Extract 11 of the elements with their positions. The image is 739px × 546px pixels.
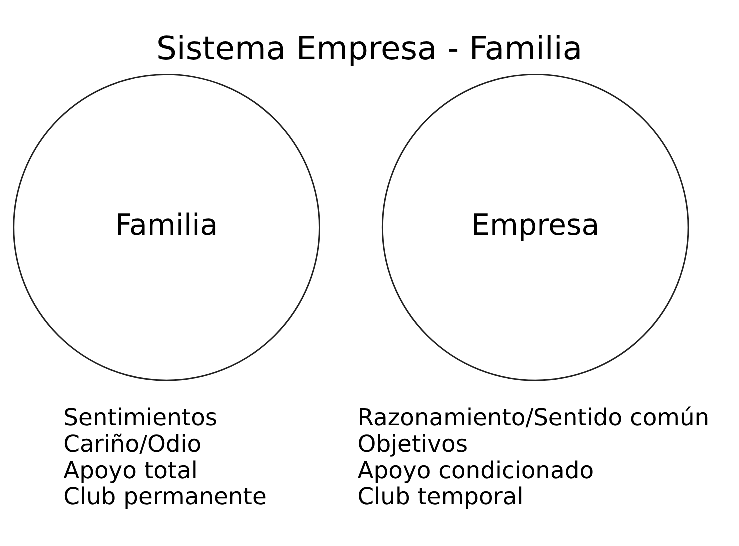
node-label: Club temporal xyxy=(358,482,524,511)
node-label: Apoyo total xyxy=(64,456,198,484)
node-label: Club permanente xyxy=(64,482,267,511)
node-circle: Empresa xyxy=(382,74,690,382)
node-label: Cariño/Odio xyxy=(64,430,202,458)
node-circle: Familia xyxy=(13,74,320,382)
node-label: Objetivos xyxy=(358,430,468,458)
node-label: Razonamiento/Sentido común xyxy=(358,404,710,432)
diagram-title: Sistema Empresa - Familia xyxy=(156,29,583,68)
node-label: Sentimientos xyxy=(64,404,218,432)
node-label: Apoyo condicionado xyxy=(358,456,594,484)
